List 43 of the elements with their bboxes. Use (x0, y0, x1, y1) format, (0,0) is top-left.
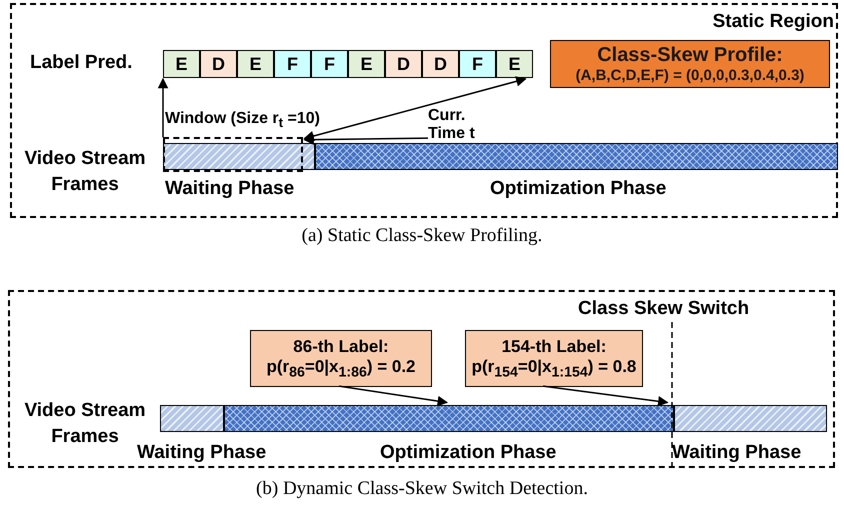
arrow (543, 385, 669, 406)
label-cell: D (385, 50, 422, 78)
waiting-phase-bar (163, 143, 315, 170)
arrow (158, 78, 168, 138)
arrow (338, 385, 448, 406)
probability-formula: p(r$_{154}$=0|x$_{1:154}$) = 0.8 (472, 356, 636, 380)
phase-label: Waiting Phase (672, 442, 802, 464)
probability-formula: p(r$_{86}$=0|x$_{1:86}$) = 0.2 (266, 356, 416, 380)
arrow (303, 76, 527, 142)
label-cell: F (274, 50, 311, 78)
row-label: Label Pred. (30, 52, 132, 74)
row-label: Video Stream Frames (23, 147, 147, 197)
dashed-region-frame (8, 290, 835, 468)
phase-label: Waiting Phase (165, 178, 294, 200)
label-cell: F (311, 50, 348, 78)
label-cell: E (237, 50, 274, 78)
phase-label: Optimization Phase (380, 442, 556, 464)
label-cell: D (200, 50, 237, 78)
waiting-phase-bar (160, 405, 224, 432)
box-heading: Class-Skew Profile: (597, 44, 783, 67)
optimization-phase-bar (315, 143, 838, 170)
arrow (303, 134, 428, 145)
figure-caption: (b) Dynamic Class-Skew Switch Detection. (255, 478, 589, 500)
label-cell: E (163, 50, 200, 78)
box-heading: 86-th Label: (293, 336, 389, 357)
phase-label: Waiting Phase (137, 442, 266, 464)
time-label: Curr. Time t (428, 107, 476, 143)
optimization-phase-bar (224, 405, 674, 432)
label-cell: F (459, 50, 496, 78)
region-title: Static Region (712, 11, 834, 33)
label-probability-box (465, 330, 643, 387)
label-cell: E (348, 50, 385, 78)
label-probability-box (250, 330, 432, 387)
window-label: Window (Size r$_{t}$ =10) (165, 110, 320, 130)
label-cell: E (496, 50, 533, 78)
phase-label: Optimization Phase (490, 178, 666, 200)
profile-box (550, 40, 830, 88)
switch-label: Class Skew Switch (578, 298, 750, 320)
waiting-phase-bar (674, 405, 827, 432)
box-heading: 154-th Label: (502, 336, 606, 357)
label-cell: D (422, 50, 459, 78)
profile-values: (A,B,C,D,E,F) = (0,0,0,0.3,0.4,0.3) (576, 67, 804, 84)
figure-caption: (a) Static Class-Skew Profiling. (300, 225, 544, 247)
